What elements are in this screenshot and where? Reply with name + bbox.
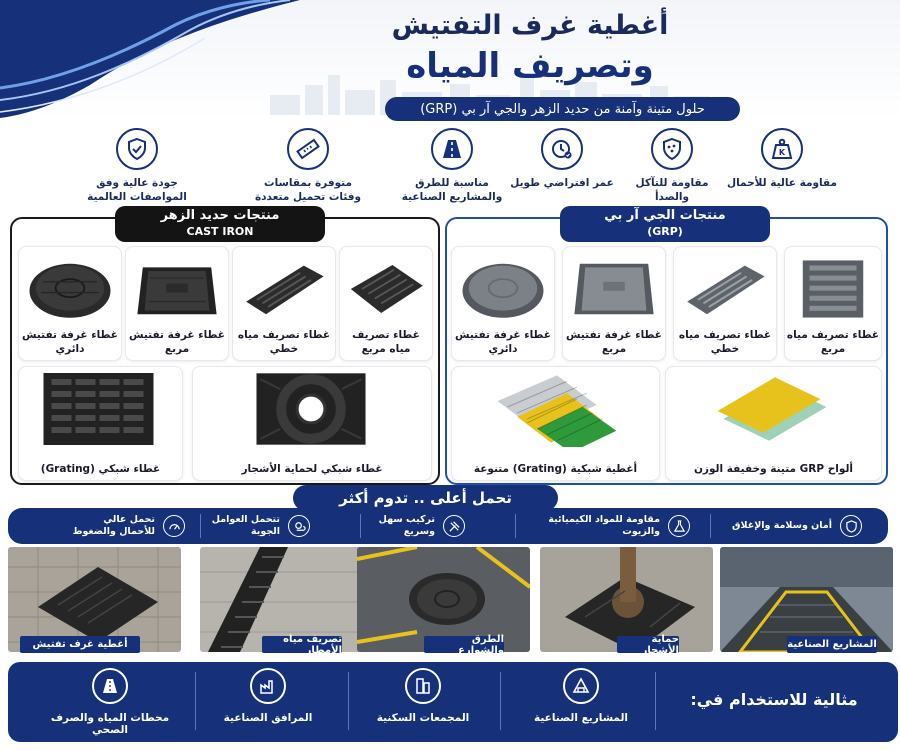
- footer-separator: [348, 672, 349, 730]
- header-wave-decoration: [0, 0, 300, 118]
- grating-cover-image: [25, 371, 176, 447]
- flask-icon: [668, 515, 690, 537]
- benefit-separator: [515, 514, 516, 538]
- grp-square-drain-image: [791, 251, 875, 327]
- product-card-ci-round-manhole[interactable]: غطاء غرفة تفتيش دائري: [18, 246, 122, 361]
- photo-caption: الطرق والشوارع: [424, 634, 504, 656]
- grp-gratings-image: [458, 371, 653, 453]
- feature-roads-projects: مناسبة للطرق والمشاريع الصناعية: [397, 128, 507, 204]
- road-icon: [92, 668, 128, 704]
- grp-square-manhole-image: [569, 251, 659, 327]
- product-card-grp-linear-drain[interactable]: غطاء تصريف مياه خطي: [673, 246, 777, 361]
- photo-tree-protection: [540, 547, 713, 652]
- photo-caption: تصريف مياه الأمطار: [262, 634, 342, 656]
- clock-check-icon: [541, 128, 583, 170]
- product-card-grp-gratings[interactable]: أغطية شبكية (Grating) متنوعة: [451, 366, 660, 481]
- svg-text:K: K: [779, 148, 786, 157]
- application-industrial-facilities: المرافق الصناعية: [203, 668, 333, 724]
- photo-roads-streets: [357, 547, 530, 652]
- weight-k-icon: K: [761, 128, 803, 170]
- product-card-ci-linear-drain[interactable]: غطاء تصريف مياه خطي: [232, 246, 336, 361]
- photo-rain-drainage: [200, 547, 373, 652]
- factory-icon: [250, 668, 286, 704]
- cast-iron-panel-title: منتجات حديد الزهر CAST IRON: [115, 206, 325, 242]
- benefit-separator: [360, 514, 361, 538]
- footer-applications: [8, 662, 898, 742]
- footer-separator: [195, 672, 196, 730]
- benefit-chemical-resistance: مقاومة للمواد الكيميائية والزيوت: [520, 508, 690, 544]
- footer-label: مثالية للاستخدام في:: [690, 690, 858, 709]
- page-title-line1: أغطية غرف التفتيش: [391, 10, 669, 41]
- buildings-icon: [405, 668, 441, 704]
- product-card-ci-square-manhole[interactable]: غطاء غرفة تفتيش مربع: [125, 246, 229, 361]
- product-card-grp-square-drain[interactable]: غطاء تصريف مياه مربع: [784, 246, 882, 361]
- grp-linear-drain-image: [680, 251, 770, 327]
- photo-caption: المشاريع الصناعية: [787, 636, 877, 653]
- round-manhole-cover-image: [25, 251, 115, 327]
- road-icon: [431, 128, 473, 170]
- photo-caption: أغطية غرف تفتيش: [20, 636, 140, 653]
- application-water-stations: محطات المياه والصرف الصحي: [40, 668, 180, 736]
- product-card-ci-square-drain[interactable]: غطاء تصريف مياه مربع: [339, 246, 433, 361]
- product-card-grp-panels[interactable]: ألواح GRP متينة وخفيفة الوزن: [665, 366, 882, 481]
- page-title-line2: وتصريف المياه: [406, 46, 654, 86]
- product-card-grp-round-manhole[interactable]: غطاء غرفة تفتيش دائري: [451, 246, 555, 361]
- quality-shield-icon: [116, 128, 158, 170]
- grp-round-manhole-image: [458, 251, 548, 327]
- feature-long-lifespan: عمر افتراضي طويل: [507, 128, 617, 190]
- photo-industrial-projects: [720, 547, 893, 652]
- product-card-ci-tree-grating[interactable]: غطاء شبكي لحماية الأشجار: [192, 366, 432, 481]
- page-subtitle: حلول متينة وآمنة من حديد الزهر والجي آر …: [385, 97, 740, 121]
- feature-corrosion-resistance: مقاومة للتآكل والصدأ: [617, 128, 727, 204]
- tools-icon: [443, 515, 465, 537]
- benefit-weather: تتحمل العوامل الجوية: [210, 508, 310, 544]
- application-industrial-projects: المشاريع الصناعية: [516, 668, 646, 724]
- linear-drain-cover-image: [239, 251, 329, 327]
- lock-shield-icon: [840, 515, 862, 537]
- industrial-triangle-icon: [563, 668, 599, 704]
- product-card-ci-grating[interactable]: غطاء شبكي (Grating): [18, 366, 183, 481]
- ruler-icon: [287, 128, 329, 170]
- sun-cloud-icon: [288, 515, 310, 537]
- footer-separator: [655, 672, 656, 730]
- grp-panels-image: [672, 371, 875, 447]
- benefit-easy-install: تركيب سهل وسريع: [365, 508, 465, 544]
- corrosion-shield-icon: [651, 128, 693, 170]
- photo-caption: حماية الأشجار: [617, 634, 679, 656]
- slogan-banner: تحمل أعلى .. تدوم أكثر: [293, 485, 558, 511]
- square-manhole-cover-image: [132, 251, 222, 327]
- product-card-grp-square-manhole[interactable]: غطاء غرفة تفتيش مربع: [562, 246, 666, 361]
- square-drain-cover-image: [346, 251, 426, 327]
- application-residential: المجمعات السكنية: [358, 668, 488, 724]
- feature-high-quality: جودة عالية وفق المواصفات العالمية: [82, 128, 192, 204]
- feature-load-resistance: K مقاومة عالية للأحمال: [727, 128, 837, 190]
- tree-grating-image: [199, 371, 425, 447]
- feature-multiple-sizes: متوفرة بمقاسات وفئات تحميل متعددة: [253, 128, 363, 204]
- benefit-load-capacity: تحمل عالي للأحمال والضغوط: [65, 508, 185, 544]
- footer-separator: [500, 672, 501, 730]
- benefit-safety: أمان وسلامة والإغلاق: [722, 508, 862, 544]
- grp-panel-title: منتجات الجي آر بي (GRP): [560, 206, 770, 242]
- benefit-separator: [200, 514, 201, 538]
- gauge-icon: [163, 515, 185, 537]
- photo-manhole-covers: [8, 547, 181, 652]
- benefit-separator: [710, 514, 711, 538]
